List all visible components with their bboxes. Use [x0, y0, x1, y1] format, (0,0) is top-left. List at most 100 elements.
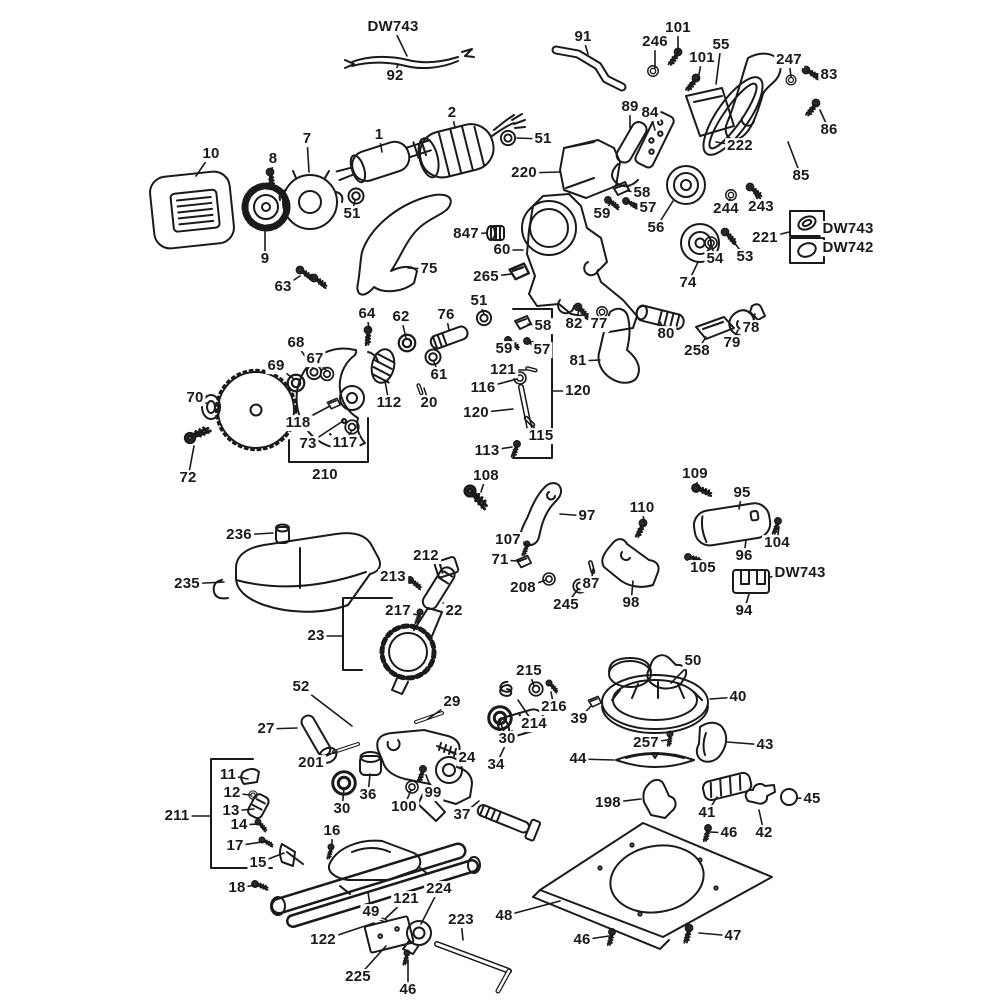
clip-94-drawing [732, 569, 770, 594]
part-label-201: 201 [296, 754, 326, 772]
part-label-236: 236 [224, 526, 254, 544]
latch-15-drawing [279, 843, 304, 867]
part-label-46: 46 [397, 981, 419, 999]
bracket-120-group-drawing [512, 308, 553, 459]
part-label-95: 95 [731, 484, 753, 502]
part-label-100: 100 [389, 798, 419, 816]
part-label-34: 34 [485, 756, 507, 774]
shaft-76-drawing [429, 325, 469, 350]
bracket-198-drawing [642, 778, 677, 819]
part-label-49: 49 [360, 903, 382, 921]
part-label-11: 11 [217, 766, 239, 784]
knob-22-drawing [421, 566, 456, 611]
part-label-42: 42 [753, 824, 775, 842]
part-label-117: 117 [330, 434, 360, 452]
bracket-23-drawing [342, 597, 393, 671]
part-label-1: 1 [372, 126, 386, 144]
part-label-223: 223 [446, 911, 476, 929]
part-label-110: 110 [627, 499, 657, 517]
part-label-72: 72 [177, 469, 199, 487]
part-label-265: 265 [471, 268, 501, 286]
part-label-67: 67 [304, 350, 326, 368]
part-label-13: 13 [220, 802, 242, 820]
part-label-71: 71 [489, 551, 511, 569]
part-label-51: 51 [341, 205, 363, 223]
part-label-dw743: DW743 [365, 18, 421, 36]
part-label-216: 216 [539, 698, 569, 716]
part-label-58: 58 [532, 317, 554, 335]
part-label-10: 10 [200, 145, 222, 163]
part-label-108: 108 [471, 467, 501, 485]
part-label-59: 59 [493, 340, 515, 358]
part-label-224: 224 [424, 880, 454, 898]
part-label-55: 55 [710, 36, 732, 54]
part-label-245: 245 [551, 596, 581, 614]
part-label-30: 30 [496, 730, 518, 748]
part-label-101: 101 [687, 49, 717, 67]
rotary-table-40-drawing [601, 657, 709, 734]
part-label-22: 22 [443, 602, 465, 620]
part-label-80: 80 [655, 325, 677, 343]
part-label-246: 246 [640, 33, 670, 51]
part-label-46: 46 [718, 824, 740, 842]
part-label-257: 257 [631, 734, 661, 752]
part-label-20: 20 [418, 394, 440, 412]
part-label-96: 96 [733, 547, 755, 565]
part-label-208: 208 [508, 579, 538, 597]
part-label-9: 9 [258, 250, 272, 268]
part-label-78: 78 [740, 319, 762, 337]
part-label-79: 79 [721, 334, 743, 352]
part-label-104: 104 [762, 534, 792, 552]
part-label-2: 2 [445, 104, 459, 122]
ring-45-drawing [780, 788, 798, 806]
part-label-45: 45 [801, 790, 823, 808]
swivel-bracket-52-drawing [376, 729, 473, 822]
spring-112-drawing [370, 348, 396, 384]
pin-201-drawing [332, 742, 360, 754]
part-label-54: 54 [704, 250, 726, 268]
part-label-27: 27 [255, 720, 277, 738]
spring-214-drawing [499, 680, 513, 697]
part-label-109: 109 [680, 465, 710, 483]
cable-92-drawing [344, 48, 475, 70]
part-label-24: 24 [456, 749, 478, 767]
cover-235-drawing [212, 532, 381, 613]
part-label-37: 37 [451, 806, 473, 824]
part-label-7: 7 [300, 130, 314, 148]
cover-95-96-drawing [692, 502, 772, 547]
part-label-235: 235 [172, 575, 202, 593]
part-label-86: 86 [818, 121, 840, 139]
variant-box-221-drawing [789, 210, 825, 264]
part-label-82: 82 [563, 315, 585, 333]
part-label-98: 98 [620, 594, 642, 612]
part-label-39: 39 [568, 710, 590, 728]
part-label-51: 51 [532, 130, 554, 148]
pulley-74-drawing [680, 223, 720, 263]
slide-rail-49-drawing [270, 839, 481, 928]
part-label-23: 23 [305, 627, 327, 645]
part-label-847: 847 [451, 225, 481, 243]
part-label-53: 53 [734, 248, 756, 266]
part-label-60: 60 [491, 241, 513, 259]
part-label-210: 210 [310, 466, 340, 484]
plate-222-drawing [685, 87, 735, 137]
part-label-113: 113 [472, 442, 502, 460]
baffle-7-drawing [278, 170, 344, 230]
part-label-15: 15 [247, 854, 269, 872]
part-label-214: 214 [519, 715, 549, 733]
part-label-212: 212 [411, 547, 441, 565]
part-label-14: 14 [228, 816, 250, 834]
part-label-50: 50 [682, 652, 704, 670]
clamp-50-drawing [646, 654, 688, 690]
part-label-76: 76 [435, 306, 457, 324]
rod-223-drawing [434, 941, 512, 994]
part-label-211: 211 [162, 807, 192, 825]
part-label-69: 69 [265, 357, 287, 375]
part-label-92: 92 [384, 67, 406, 85]
part-label-215: 215 [514, 662, 544, 680]
part-label-56: 56 [645, 219, 667, 237]
part-label-115: 115 [526, 427, 556, 445]
part-label-83: 83 [818, 66, 840, 84]
guard-43-drawing [695, 721, 728, 763]
